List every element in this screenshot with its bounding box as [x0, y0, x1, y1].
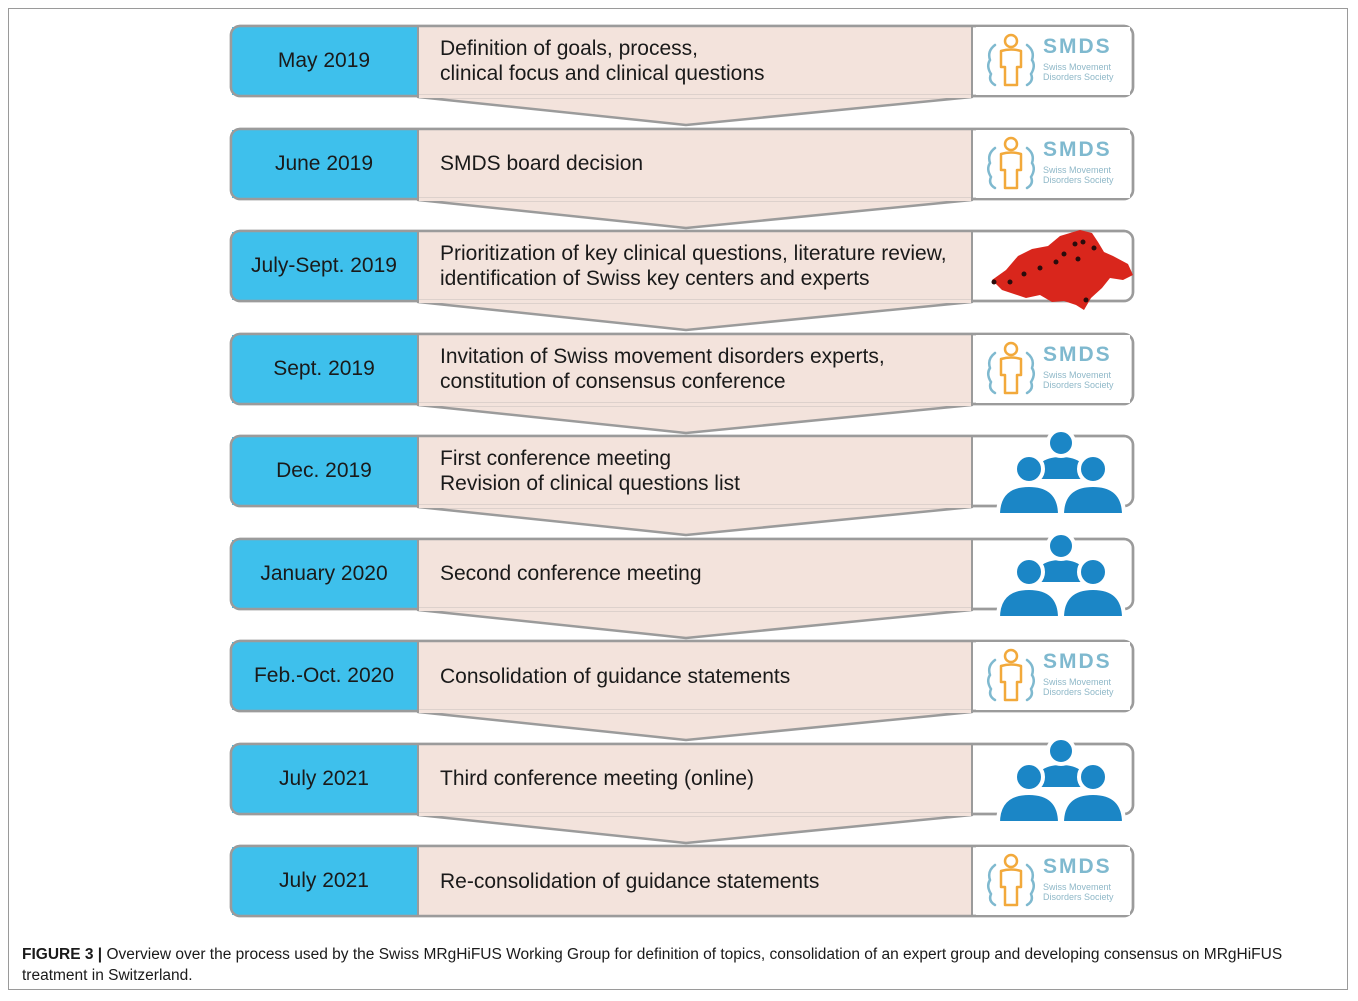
step-shape: [229, 537, 1135, 639]
step-description-line-1: Third conference meeting (online): [440, 767, 754, 790]
step-date: Sept. 2019: [273, 356, 375, 380]
step-date: July 2021: [279, 766, 369, 790]
step-description-line-1: Second conference meeting: [440, 562, 702, 585]
step-description: Prioritization of key clinical questions…: [440, 230, 970, 302]
step-description: First conference meeting Revision of cli…: [440, 435, 970, 507]
smds-logo-subtitle-line2: Disorders Society: [1043, 72, 1114, 82]
smds-figure-icon: [987, 853, 1035, 907]
smds-logo-subtitle-line1: Swiss Movement: [1043, 62, 1112, 72]
timeline-step: Dec. 2019 First conference meeting Revis…: [0, 429, 1358, 537]
smds-logo: SMDS Swiss Movement Disorders Society: [976, 129, 1130, 198]
step-description-line-1: SMDS board decision: [440, 152, 644, 175]
step-description: Consolidation of guidance statements: [440, 640, 970, 712]
smds-logo: SMDS Swiss Movement Disorders Society: [976, 334, 1130, 403]
smds-figure-icon: [987, 341, 1035, 394]
step-description-line-2: constitution of consensus conference: [440, 369, 786, 393]
timeline-step: Sept. 2019 Invitation of Swiss movement …: [0, 332, 1358, 434]
smds-logo-name: SMDS: [1043, 650, 1112, 673]
smds-logo-subtitle: Swiss Movement Disorders Society: [1043, 677, 1114, 697]
step-description: Definition of goals, process, clinical f…: [440, 25, 970, 97]
step-shape: [229, 742, 1135, 844]
step-description-line-1: Consolidation of guidance statements: [440, 664, 791, 688]
step-shape: [229, 844, 1135, 918]
step-shape: [229, 24, 1135, 127]
step-description-line-1: First conference meeting: [440, 447, 672, 470]
step-shape: [229, 434, 1135, 537]
step-shape: [229, 229, 1135, 332]
smds-logo-subtitle-line2: Disorders Society: [1043, 687, 1114, 697]
step-description: Re-consolidation of guidance statements: [440, 845, 970, 917]
step-description-line-2: clinical focus and clinical questions: [440, 62, 765, 85]
smds-logo-subtitle: Swiss Movement Disorders Society: [1043, 370, 1114, 390]
smds-logo-subtitle-line2: Disorders Society: [1043, 174, 1114, 185]
timeline-step: July-Sept. 2019 Prioritization of key cl…: [0, 229, 1358, 332]
step-shape: [229, 332, 1135, 434]
step-description-line-1: Invitation of Swiss movement disorders e…: [440, 344, 885, 368]
timeline-step: June 2019 SMDS board decision SMDS Swiss…: [0, 127, 1358, 229]
step-description-line-1: Re-consolidation of guidance statements: [440, 869, 820, 893]
smds-logo-subtitle-line1: Swiss Movement: [1043, 677, 1112, 687]
step-description: SMDS board decision: [440, 128, 970, 200]
timeline-step: Feb.-Oct. 2020 Consolidation of guidance…: [0, 639, 1358, 742]
step-description-line-1: Prioritization of key clinical questions…: [440, 242, 947, 265]
smds-logo-subtitle-line1: Swiss Movement: [1043, 882, 1112, 892]
caption-text: Overview over the process used by the Sw…: [22, 946, 1283, 984]
step-description: Third conference meeting (online): [440, 743, 970, 815]
smds-logo-name: SMDS: [1043, 855, 1112, 878]
smds-logo-subtitle-line2: Disorders Society: [1043, 892, 1114, 902]
smds-logo: SMDS Swiss Movement Disorders Society: [976, 847, 1130, 915]
group-icon: [995, 736, 1127, 825]
step-date: January 2020: [260, 561, 388, 585]
smds-figure-icon: [987, 33, 1035, 87]
step-date: June 2019: [274, 151, 374, 175]
smds-logo-name: SMDS: [1043, 137, 1112, 161]
smds-logo-subtitle-line1: Swiss Movement: [1043, 164, 1112, 175]
step-date: July-Sept. 2019: [251, 254, 397, 277]
smds-logo-subtitle-line1: Swiss Movement: [1043, 369, 1112, 380]
step-date: May 2019: [277, 49, 371, 72]
smds-logo-name: SMDS: [1043, 35, 1112, 58]
smds-logo: SMDS Swiss Movement Disorders Society: [976, 27, 1130, 95]
step-description-line-1: Definition of goals, process,: [440, 37, 698, 60]
figure-frame: [8, 8, 1348, 990]
smds-figure-icon: [987, 136, 1035, 189]
smds-figure-icon: [987, 648, 1035, 702]
step-date: July 2021: [279, 869, 369, 892]
smds-logo-subtitle: Swiss Movement Disorders Society: [1043, 165, 1114, 185]
caption-label: FIGURE 3 |: [22, 946, 103, 963]
step-description: Invitation of Swiss movement disorders e…: [440, 333, 970, 405]
smds-logo-subtitle: Swiss Movement Disorders Society: [1043, 882, 1114, 902]
step-description-line-2: identification of Swiss key centers and …: [440, 267, 870, 290]
group-icon: [995, 531, 1127, 620]
timeline-step: July 2021 Third conference meeting (onli…: [0, 736, 1358, 844]
figure-caption: FIGURE 3 | Overview over the process use…: [22, 944, 1332, 986]
step-shape: [229, 127, 1135, 229]
step-date: Feb.-Oct. 2020: [253, 664, 395, 687]
step-date: Dec. 2019: [276, 459, 372, 482]
step-shape: [229, 639, 1135, 742]
timeline-step: May 2019 Definition of goals, process, c…: [0, 24, 1358, 127]
step-description-line-2: Revision of clinical questions list: [440, 472, 740, 495]
timeline-step: July 2021 Re-consolidation of guidance s…: [0, 844, 1358, 919]
group-icon: [995, 429, 1127, 517]
step-description: Second conference meeting: [440, 538, 970, 610]
smds-logo-name: SMDS: [1043, 342, 1112, 366]
switzerland-map-icon: [991, 230, 1133, 310]
smds-logo-subtitle-line2: Disorders Society: [1043, 379, 1114, 390]
smds-logo: SMDS Swiss Movement Disorders Society: [976, 642, 1130, 710]
smds-logo-subtitle: Swiss Movement Disorders Society: [1043, 62, 1114, 82]
timeline-step: January 2020 Second conference meeting: [0, 531, 1358, 639]
